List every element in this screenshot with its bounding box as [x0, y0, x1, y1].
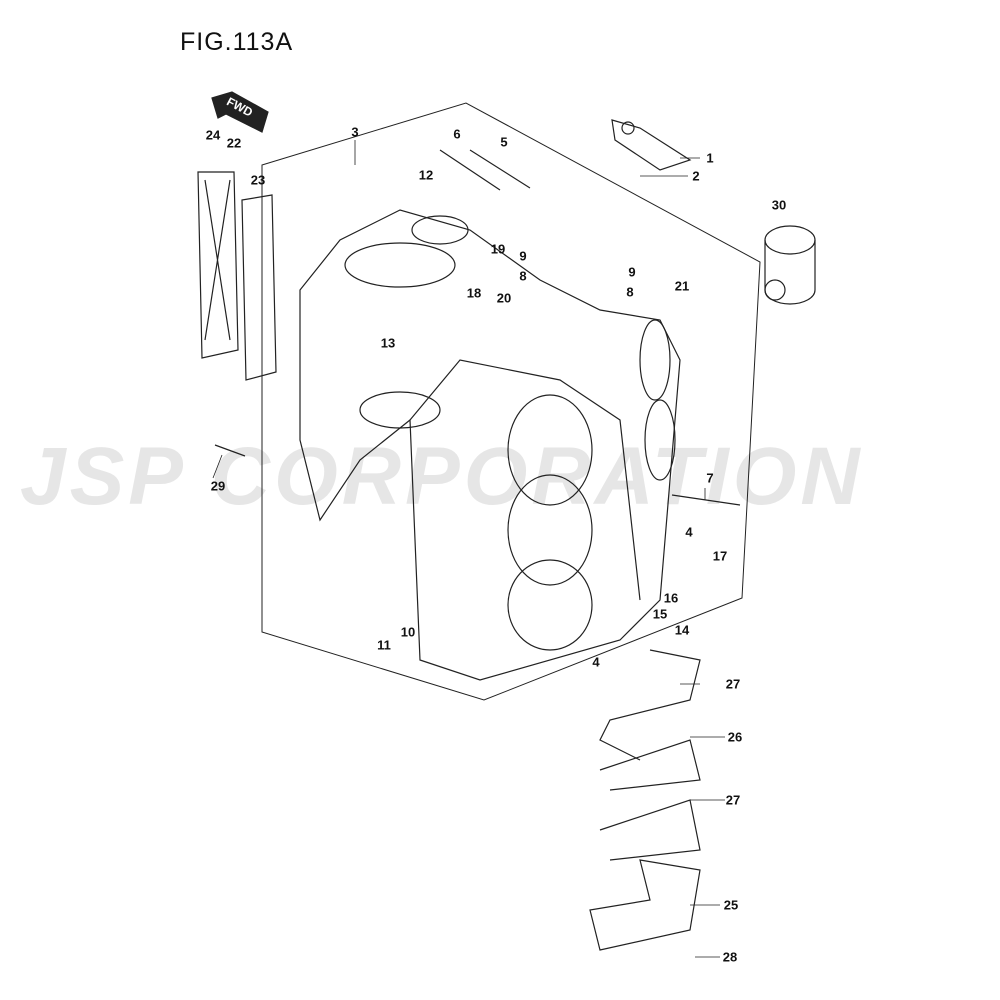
callout-label: 27 [725, 792, 741, 808]
callout-label: 17 [712, 548, 728, 564]
callout-label: 27 [725, 676, 741, 692]
callout-label: 28 [722, 949, 738, 965]
watermark: JSP CORPORATION [20, 431, 864, 522]
oil-filter-30 [764, 225, 816, 305]
callout-label: 5 [500, 134, 508, 150]
gaskets-25-27 [589, 649, 701, 951]
callout-label: 12 [418, 167, 434, 183]
callout-label: 7 [706, 470, 714, 486]
callout-label: 26 [727, 729, 743, 745]
cylinder-block-boundary [261, 102, 761, 701]
callout-label: 25 [723, 897, 739, 913]
callout-label: 15 [652, 606, 668, 622]
callout-label: 9 [519, 248, 527, 264]
callout-label: 30 [771, 197, 787, 213]
callout-label: 11 [377, 637, 391, 653]
callout-label: 1 [706, 150, 714, 166]
callout-label: 29 [210, 478, 226, 494]
callout-label: 23 [250, 172, 266, 188]
callout-label: 22 [226, 135, 242, 151]
callout-label: 8 [626, 284, 634, 300]
callout-label: 19 [490, 241, 506, 257]
callout-label: 3 [351, 124, 359, 140]
callout-label: 24 [205, 127, 221, 143]
callout-label: 4 [592, 654, 600, 670]
callout-label: 6 [453, 126, 461, 142]
callout-label: 8 [519, 268, 527, 284]
callout-label: 2 [692, 168, 700, 184]
leader-lines [212, 140, 725, 958]
callout-label: 10 [400, 624, 416, 640]
cylinder-block [299, 209, 681, 681]
callout-label: 4 [685, 524, 693, 540]
fwd-arrow-icon [211, 91, 269, 133]
bolts-5-6 [439, 149, 531, 191]
callout-label: 20 [496, 290, 512, 306]
cover-plate-22 [197, 171, 239, 359]
bolt-29 [214, 444, 246, 457]
callout-label: 16 [663, 590, 679, 606]
gasket-23 [241, 194, 277, 381]
bolt-7 [671, 494, 741, 506]
figure-title: FIG.113A [180, 28, 294, 56]
callout-label: 9 [628, 264, 636, 280]
callout-label: 18 [466, 285, 482, 301]
callout-label: 21 [674, 278, 690, 294]
callout-label: 14 [674, 622, 690, 638]
callout-label: 13 [380, 335, 396, 351]
bracket-1 [611, 119, 692, 171]
